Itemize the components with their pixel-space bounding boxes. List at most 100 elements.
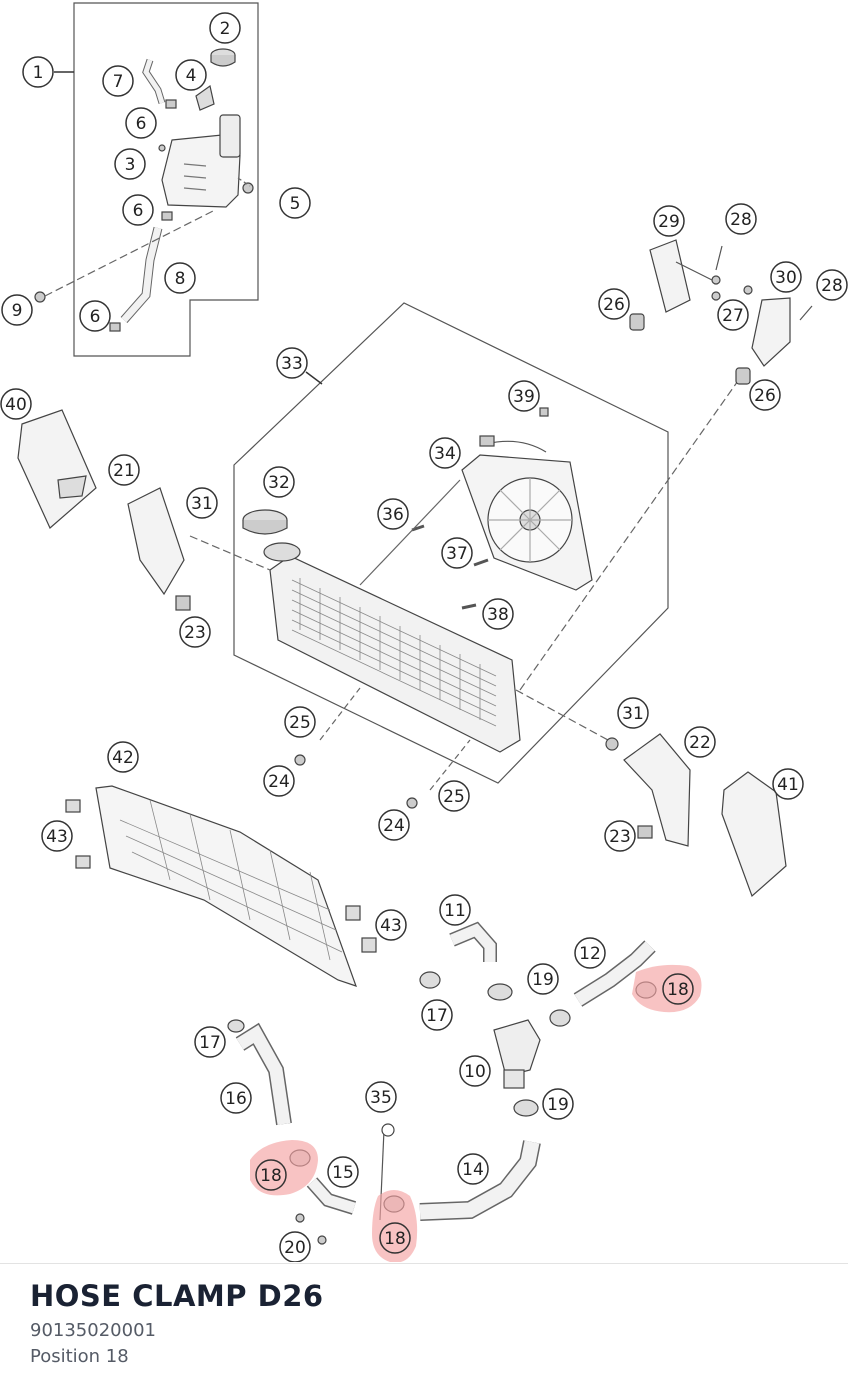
svg-text:11: 11: [444, 901, 466, 921]
callout-24[interactable]: 24: [378, 809, 410, 841]
svg-text:6: 6: [136, 114, 147, 134]
callout-34[interactable]: 34: [429, 437, 461, 469]
callout-26[interactable]: 26: [598, 288, 630, 320]
svg-text:24: 24: [268, 772, 290, 792]
callout-23[interactable]: 23: [604, 820, 636, 852]
callout-12[interactable]: 12: [574, 937, 606, 969]
callout-21[interactable]: 21: [108, 454, 140, 486]
part-number: 90135020001: [30, 1320, 156, 1341]
callout-22[interactable]: 22: [684, 726, 716, 758]
callout-2[interactable]: 2: [209, 12, 241, 44]
callout-30[interactable]: 30: [770, 261, 802, 293]
svg-text:18: 18: [667, 980, 689, 1000]
svg-text:7: 7: [113, 72, 124, 92]
callout-6[interactable]: 6: [125, 107, 157, 139]
tank-group-frame: [73, 2, 259, 357]
svg-text:21: 21: [113, 461, 135, 481]
callout-26[interactable]: 26: [749, 379, 781, 411]
callout-43[interactable]: 43: [375, 909, 407, 941]
callout-9[interactable]: 9: [1, 294, 33, 326]
callout-11[interactable]: 11: [439, 894, 471, 926]
callout-8[interactable]: 8: [164, 262, 196, 294]
svg-text:4: 4: [186, 66, 197, 86]
callout-32[interactable]: 32: [263, 466, 295, 498]
svg-text:29: 29: [658, 212, 680, 232]
callout-31[interactable]: 31: [186, 487, 218, 519]
callout-16[interactable]: 16: [220, 1082, 252, 1114]
callout-19[interactable]: 19: [542, 1088, 574, 1120]
callout-17[interactable]: 17: [194, 1026, 226, 1058]
callout-35[interactable]: 35: [365, 1081, 397, 1113]
svg-text:30: 30: [775, 268, 797, 288]
bracket-upper-right: [649, 239, 691, 313]
svg-text:43: 43: [46, 827, 68, 847]
side-cover-left: [17, 409, 97, 529]
thermostat: [493, 1019, 541, 1077]
callout-19[interactable]: 19: [527, 963, 559, 995]
callout-41[interactable]: 41: [772, 768, 804, 800]
callout-38[interactable]: 38: [482, 598, 514, 630]
callout-7[interactable]: 7: [102, 65, 134, 97]
radiator-grille: [95, 785, 357, 987]
callout-36[interactable]: 36: [377, 498, 409, 530]
svg-text:18: 18: [260, 1166, 282, 1186]
callout-43[interactable]: 43: [41, 820, 73, 852]
callout-39[interactable]: 39: [508, 380, 540, 412]
callout-6[interactable]: 6: [122, 194, 154, 226]
side-panel-right: [721, 771, 787, 898]
callout-40[interactable]: 40: [0, 388, 32, 420]
svg-text:1: 1: [33, 63, 44, 83]
callout-18-highlighted[interactable]: 18: [632, 964, 702, 1013]
parts-diagram: 1 2 3 4 5 6 6 6 7 8 9 10 11 12 14 15 16 …: [0, 2, 848, 1262]
part-position: Position 18: [30, 1346, 129, 1367]
cover-bracket-left: [127, 487, 185, 596]
svg-text:38: 38: [487, 605, 509, 625]
callout-18-highlighted[interactable]: 18: [250, 1140, 318, 1196]
callout-6[interactable]: 6: [79, 300, 111, 332]
callout-23[interactable]: 23: [179, 616, 211, 648]
callout-28[interactable]: 28: [816, 269, 848, 301]
svg-text:26: 26: [754, 386, 776, 406]
callout-42[interactable]: 42: [107, 741, 139, 773]
callout-25[interactable]: 25: [284, 706, 316, 738]
svg-text:27: 27: [722, 306, 744, 326]
callout-31[interactable]: 31: [617, 697, 649, 729]
callout-3[interactable]: 3: [114, 148, 146, 180]
callout-1[interactable]: 1: [22, 56, 74, 88]
callout-5[interactable]: 5: [279, 187, 311, 219]
callout-29[interactable]: 29: [653, 205, 685, 237]
callout-37[interactable]: 37: [441, 537, 473, 569]
radiator-group-frame: [233, 302, 669, 784]
callout-24[interactable]: 24: [263, 765, 295, 797]
svg-text:37: 37: [446, 544, 468, 564]
svg-text:2: 2: [220, 19, 231, 39]
callout-4[interactable]: 4: [175, 59, 207, 91]
callout-28[interactable]: 28: [725, 203, 757, 235]
callout-10[interactable]: 10: [459, 1055, 491, 1087]
callout-25[interactable]: 25: [438, 780, 470, 812]
callout-14[interactable]: 14: [457, 1153, 489, 1185]
svg-text:36: 36: [382, 505, 404, 525]
svg-text:18: 18: [384, 1229, 406, 1249]
svg-text:35: 35: [370, 1088, 392, 1108]
svg-text:19: 19: [547, 1095, 569, 1115]
svg-text:31: 31: [191, 494, 213, 514]
svg-text:6: 6: [133, 201, 144, 221]
svg-text:23: 23: [184, 623, 206, 643]
svg-text:32: 32: [268, 473, 290, 493]
part-title: HOSE CLAMP D26: [30, 1279, 324, 1313]
svg-text:16: 16: [225, 1089, 247, 1109]
svg-text:8: 8: [175, 269, 186, 289]
callout-33[interactable]: 33: [276, 347, 323, 385]
callout-18-highlighted[interactable]: 18: [372, 1190, 418, 1262]
callout-17[interactable]: 17: [421, 999, 453, 1031]
callout-20[interactable]: 20: [279, 1231, 311, 1262]
svg-text:22: 22: [689, 733, 711, 753]
svg-text:20: 20: [284, 1238, 306, 1258]
callout-15[interactable]: 15: [327, 1156, 359, 1188]
svg-text:15: 15: [332, 1163, 354, 1183]
callout-27[interactable]: 27: [717, 299, 749, 331]
svg-text:42: 42: [112, 748, 134, 768]
svg-text:6: 6: [90, 307, 101, 327]
svg-text:28: 28: [730, 210, 752, 230]
